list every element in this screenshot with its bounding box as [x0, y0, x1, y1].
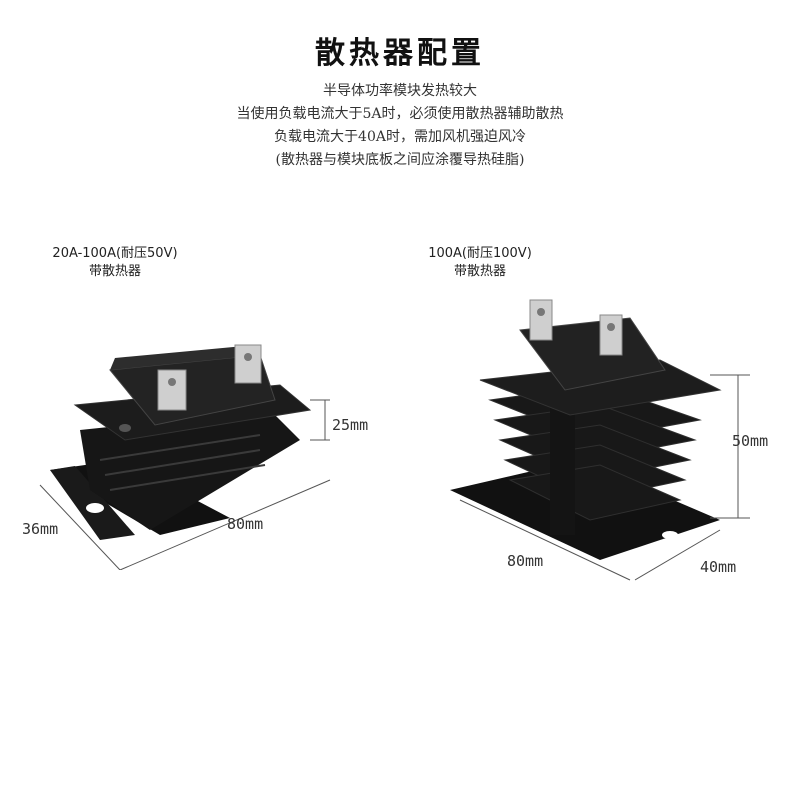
- right-terminal-hole: [607, 323, 615, 331]
- left-top-hole: [119, 424, 131, 432]
- left-fin-block: [80, 410, 300, 530]
- right-terminal: [529, 299, 553, 341]
- right-mount-hole: [662, 531, 678, 539]
- right-product-caption: 100A(耐压100V) 带散热器: [420, 245, 540, 281]
- left-module-top: [110, 345, 260, 370]
- right-heatsink-photo: [450, 299, 750, 581]
- left-terminal-hole: [244, 353, 252, 361]
- left-terminal: [157, 369, 187, 411]
- intro-line: (散热器与模块底板之间应涂覆导热硅脂): [275, 152, 525, 168]
- right-height-dim: 50mm: [732, 432, 769, 450]
- right-caption-line1: 100A(耐压100V): [428, 246, 532, 261]
- left-heatsink-photo: [39, 344, 331, 570]
- left-mount-hole: [86, 503, 104, 513]
- intro-line: 负载电流大于40A时，需加风机强迫风冷: [274, 129, 526, 145]
- right-module-body: [519, 317, 666, 391]
- right-caption-line2: 带散热器: [453, 264, 506, 279]
- page-title: 散热器配置: [315, 36, 485, 71]
- left-length-dim: 80mm: [227, 515, 264, 533]
- left-fins: [99, 434, 266, 491]
- left-height-dim: 25mm: [332, 416, 369, 434]
- intro-line: 半导体功率模块发热较大: [323, 83, 477, 99]
- right-dimension-lines: [459, 374, 750, 581]
- left-product-caption: 20A-100A(耐压50V) 带散热器: [40, 245, 190, 281]
- left-width-dim: 36mm: [22, 520, 59, 538]
- intro-line: 当使用负载电流大于5A时，必须使用散热器辅助散热: [236, 106, 564, 122]
- left-terminal: [234, 344, 262, 384]
- intro-text: 半导体功率模块发热较大 当使用负载电流大于5A时，必须使用散热器辅助散热 负载电…: [0, 80, 800, 172]
- right-width-dim: 40mm: [700, 558, 737, 576]
- left-caption-line2: 带散热器: [88, 264, 141, 279]
- right-terminal: [599, 314, 623, 356]
- left-base-tab: [50, 466, 135, 540]
- left-caption-line1: 20A-100A(耐压50V): [52, 246, 178, 261]
- left-dimension-lines: [39, 399, 331, 570]
- right-terminal-hole: [537, 308, 545, 316]
- right-length-dim: 80mm: [507, 552, 544, 570]
- left-terminal-hole: [168, 378, 176, 386]
